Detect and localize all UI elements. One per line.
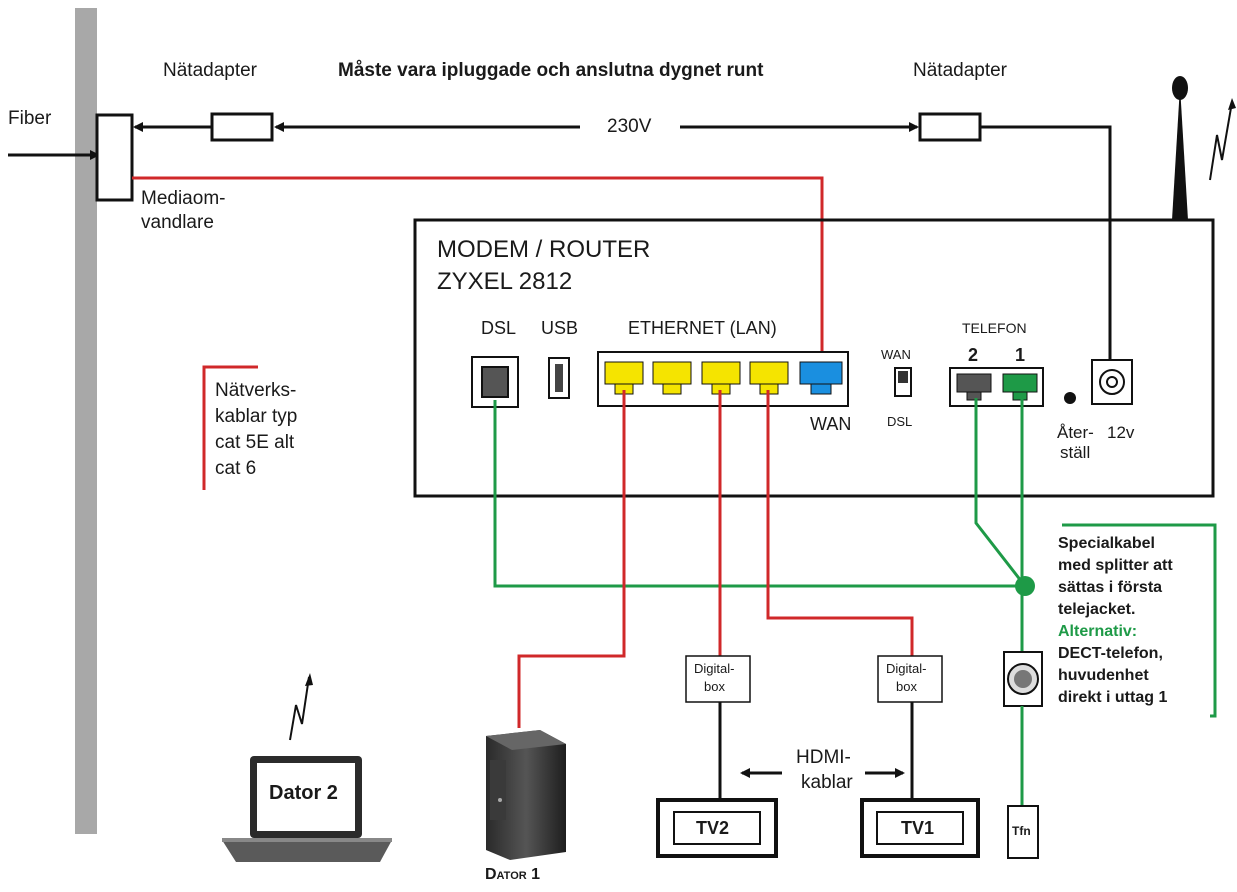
note-line-3: sättas i första [1058, 579, 1163, 596]
legend-bracket [202, 365, 258, 490]
tel-port-2-label: 2 [968, 345, 979, 365]
power-adapter-left [210, 112, 274, 142]
reset-label-2: ställ [1060, 443, 1091, 462]
note-line-1: Specialkabel [1058, 535, 1155, 552]
digibox-2-label-1: Digital- [694, 661, 735, 676]
lan-cable-digibox1 [766, 390, 914, 656]
splitter [1015, 576, 1035, 596]
power-12v-label: 12v [1107, 423, 1135, 442]
tv2-label: TV2 [696, 818, 730, 838]
media-converter [95, 113, 134, 202]
note-line-6: DECT-telefon, [1058, 645, 1163, 662]
lan-port-3 [701, 361, 741, 395]
dator1-label: Dator 1 [485, 866, 541, 883]
legend-line-1: Nätverks- [215, 380, 297, 401]
wifi-signal-icon-router [1209, 101, 1233, 181]
voltage-label: 230V [607, 116, 652, 137]
legend-line-4: cat 6 [215, 458, 257, 479]
note-line-2: med splitter att [1058, 557, 1173, 574]
digibox-1 [877, 655, 943, 703]
modem-title-1: MODEM / ROUTER [437, 236, 651, 263]
reset-button [1064, 392, 1076, 404]
dsl-port-label: DSL [481, 318, 517, 338]
telephone [1007, 805, 1039, 859]
phone-port-1 [1002, 373, 1038, 401]
note-line-4: telejacket. [1058, 601, 1136, 618]
fiber-label: Fiber [8, 108, 52, 129]
power-adapter-right [918, 112, 982, 142]
antenna-tip [1172, 76, 1188, 100]
media-converter-label-2: vandlare [141, 212, 214, 233]
adapter-right-label: Nätadapter [913, 60, 1008, 81]
power-line-to-modem [980, 125, 1112, 375]
digibox-2-label-2: box [704, 679, 725, 694]
media-converter-label-1: Mediaom- [141, 188, 226, 209]
wall [75, 8, 97, 834]
phone-cable-port2 [974, 398, 1027, 587]
hdmi-label-1: HDMI- [796, 747, 851, 768]
laptop-icon [222, 756, 392, 862]
legend-line-3: cat 5E alt [215, 432, 295, 453]
tfn-label: Tfn [1012, 824, 1031, 838]
note-line-8: direkt i uttag 1 [1058, 689, 1168, 706]
lan-port-1 [604, 361, 644, 395]
phone-cable-dsl [493, 400, 1025, 588]
adapter-left-label: Nätadapter [163, 60, 258, 81]
hdmi-label-2: kablar [801, 772, 853, 793]
lan-cable-dator1 [517, 390, 626, 728]
dator2-label: Dator 2 [269, 782, 338, 804]
usb-port-label: USB [541, 318, 579, 338]
ethernet-label: ETHERNET (LAN) [628, 318, 777, 338]
tv1-label: TV1 [901, 818, 935, 838]
reset-label-1: Åter- [1057, 423, 1094, 442]
wan-port [799, 361, 843, 395]
modem-box [413, 218, 1215, 498]
note-line-7: huvudenhet [1058, 667, 1149, 684]
lan-port-2 [652, 361, 692, 395]
tel-port-1-label: 1 [1015, 345, 1026, 365]
digibox-1-label-1: Digital- [886, 661, 927, 676]
lan-port-4 [749, 361, 789, 395]
antenna [1172, 86, 1188, 220]
note-bracket [1062, 523, 1217, 718]
phone-port-2 [956, 373, 992, 401]
legend-line-2: kablar typ [215, 406, 298, 427]
modem-title-2: ZYXEL 2812 [437, 268, 573, 295]
desktop-tower-icon [486, 730, 566, 860]
note-line-5: Alternativ: [1058, 623, 1138, 640]
wifi-signal-icon-laptop [289, 676, 310, 741]
wan-port-label: WAN [810, 414, 852, 434]
ethernet-ports [604, 361, 843, 395]
telefon-label: TELEFON [962, 320, 1027, 336]
switch-wan-label: WAN [881, 347, 911, 362]
lan-cable-fiber-to-wan [132, 176, 824, 380]
digibox-1-label-2: box [896, 679, 917, 694]
switch-dsl-label: DSL [887, 414, 913, 429]
digibox-2 [685, 655, 751, 703]
must-be-plugged-label: Måste vara ipluggade och anslutna dygnet… [338, 60, 764, 81]
